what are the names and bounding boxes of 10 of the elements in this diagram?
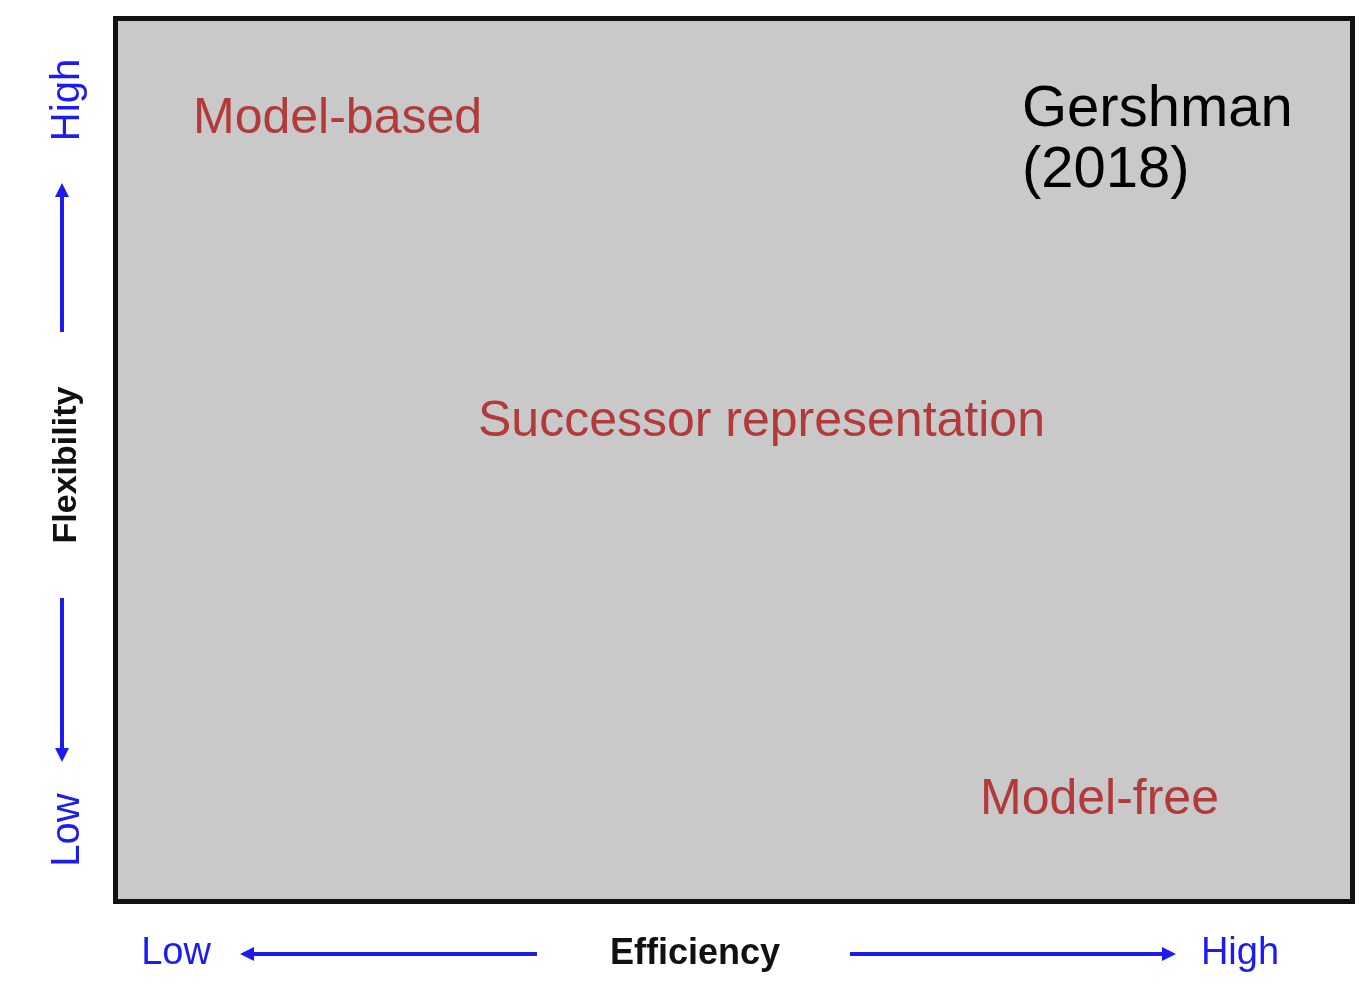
axis-label: High	[1200, 932, 1280, 972]
citation-text: Gershman (2018)	[1022, 76, 1294, 198]
axis-title: Flexibility	[47, 386, 83, 544]
axis-label: Low	[44, 793, 86, 867]
region-label: Model-based	[193, 90, 483, 143]
axis-title: Efficiency	[609, 933, 781, 971]
region-label: Successor representation	[478, 393, 1045, 446]
region-label: Model-free	[980, 771, 1219, 824]
axis-label: High	[44, 58, 86, 142]
axis-label: Low	[141, 932, 211, 972]
